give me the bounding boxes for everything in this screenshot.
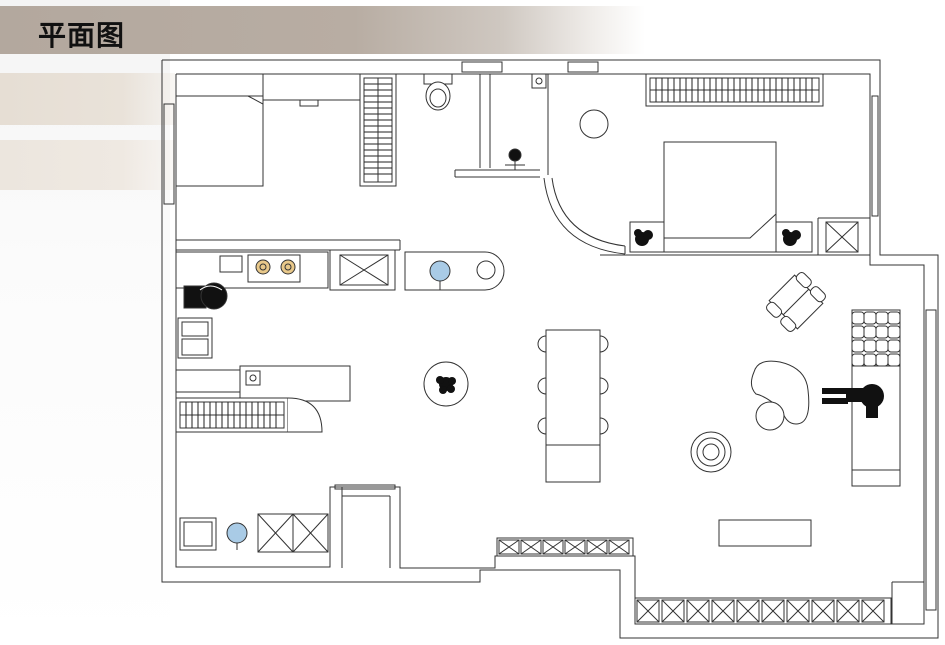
page-title: 平面图 <box>38 19 126 52</box>
oven <box>245 370 261 386</box>
interior-wall <box>176 74 870 568</box>
decor-band <box>0 73 175 125</box>
wardrobe-top-right <box>645 73 824 107</box>
double-bed <box>629 141 813 253</box>
shower <box>505 73 547 170</box>
kitchen-bar <box>239 365 351 402</box>
washer <box>179 517 217 551</box>
storage-cabinet <box>257 513 329 553</box>
storage-box <box>825 221 859 253</box>
cabinet-strip <box>634 597 892 625</box>
bedside-plant <box>634 229 801 246</box>
round-table <box>579 109 609 139</box>
outer-wall <box>161 59 939 639</box>
washbasin <box>226 522 248 550</box>
wardrobe <box>359 73 397 187</box>
stove <box>247 254 301 283</box>
range-hood <box>329 249 396 291</box>
toilet <box>423 73 453 111</box>
side-tables <box>750 360 810 431</box>
coffee-table-plant <box>423 361 469 407</box>
kitchen-sink <box>177 317 213 359</box>
cabinet-strip <box>496 537 634 557</box>
decor-band <box>0 140 175 190</box>
lounge-chairs <box>766 272 826 332</box>
sitting-figure <box>822 384 884 418</box>
chef-figure <box>183 282 228 310</box>
dining-table <box>537 329 609 483</box>
window <box>163 61 937 611</box>
curved-wall <box>543 177 626 255</box>
vanity-counter <box>404 251 505 291</box>
wardrobe-lower <box>175 397 323 433</box>
bed-top-left <box>175 73 361 187</box>
floor-vase <box>690 431 732 473</box>
tv-console <box>718 519 812 547</box>
title-band <box>0 6 645 54</box>
